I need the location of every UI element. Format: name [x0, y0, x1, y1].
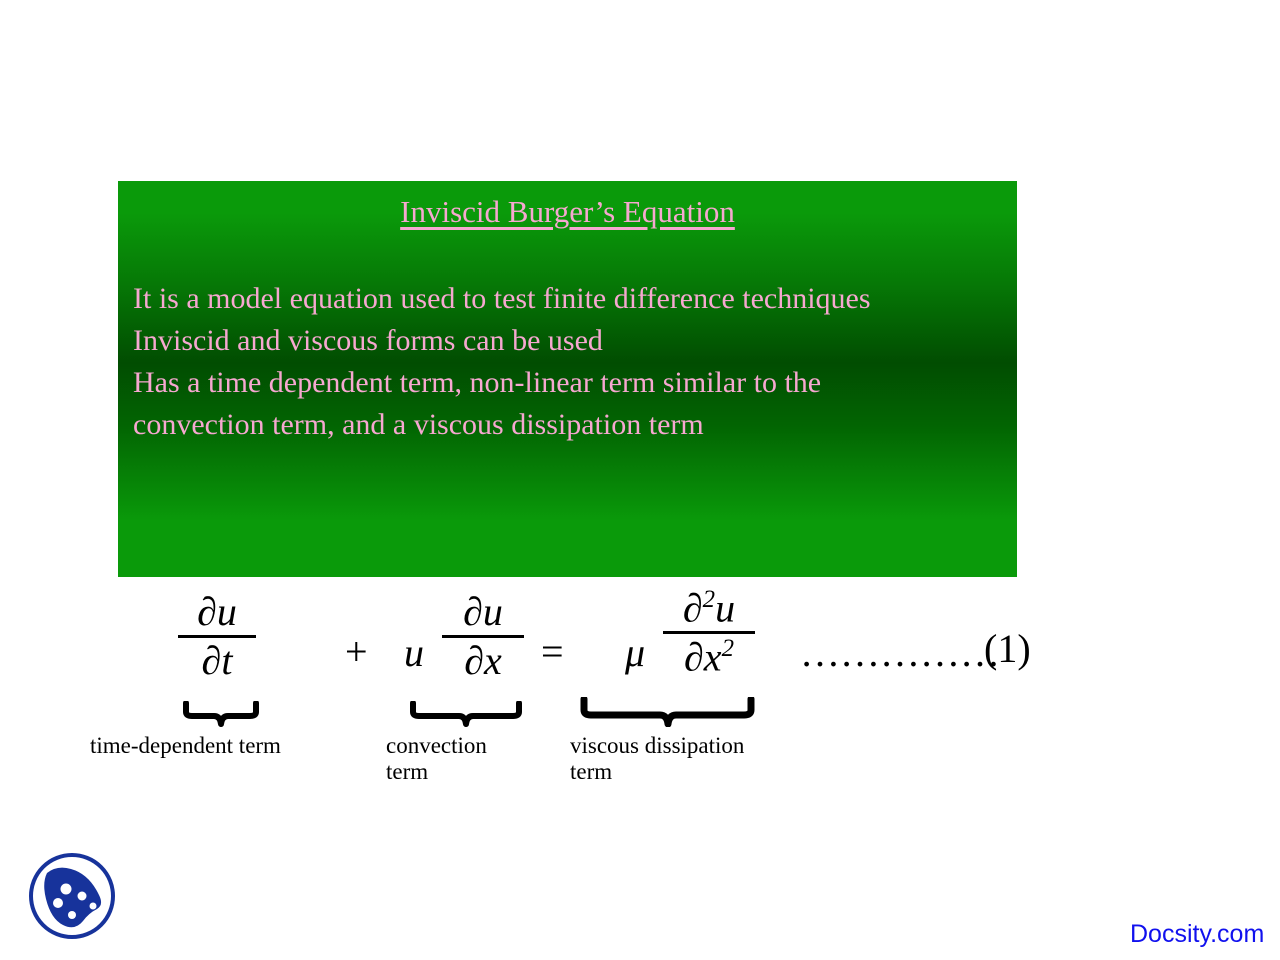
numerator: ∂2u — [663, 585, 755, 631]
label-convection-term: convection term — [386, 733, 487, 785]
content-box: Inviscid Burger’s Equation It is a model… — [118, 181, 1017, 577]
denominator-base: ∂x — [684, 634, 722, 680]
underbrace-icon — [410, 701, 522, 727]
plus-operator: + — [345, 629, 368, 674]
slide-title: Inviscid Burger’s Equation — [400, 194, 735, 229]
equals-operator: = — [541, 629, 564, 674]
denominator: ∂x2 — [663, 636, 755, 678]
numerator-variable: u — [715, 585, 736, 631]
denominator-exponent: 2 — [721, 635, 734, 663]
label-line: term — [570, 759, 613, 784]
docsity-logo-icon — [29, 853, 115, 939]
partial-symbol: ∂ — [682, 585, 703, 631]
fraction-bar — [442, 635, 524, 638]
equation-block: ∂u ∂t + u ∂u ∂x = μ ∂2u ∂x2 …………… (1) ti… — [0, 583, 1280, 784]
fraction-bar — [663, 631, 755, 635]
numerator-exponent: 2 — [702, 586, 716, 613]
label-line: time-dependent term — [90, 733, 281, 758]
body-line: Has a time dependent term, non-linear te… — [133, 366, 822, 399]
underbrace-icon — [183, 701, 259, 727]
equation-number: (1) — [984, 626, 1031, 671]
body-line: It is a model equation used to test fini… — [133, 282, 871, 315]
label-line: viscous dissipation — [570, 733, 745, 758]
denominator: ∂x — [464, 638, 502, 683]
underbrace-icon — [580, 697, 755, 727]
term-du-dx: ∂u ∂x — [442, 591, 524, 682]
docsity-wordmark: Docsity.com — [1130, 920, 1265, 948]
label-time-dependent-term: time-dependent term — [90, 733, 281, 759]
label-line: term — [386, 759, 429, 784]
term-d2u-dx2: ∂2u ∂x2 — [663, 585, 755, 679]
label-line: convection — [386, 733, 487, 758]
numerator: ∂u — [197, 589, 237, 634]
label-viscous-dissipation-term: viscous dissipation term — [570, 733, 744, 785]
body-line: convection term, and a viscous dissipati… — [133, 408, 704, 441]
term-du-dt: ∂u ∂t — [178, 591, 256, 682]
body-line: Inviscid and viscous forms can be used — [133, 324, 603, 357]
denominator: ∂t — [201, 638, 233, 683]
slide-body: It is a model equation used to test fini… — [133, 278, 1013, 446]
fraction-bar — [178, 635, 256, 638]
coefficient-mu: μ — [625, 630, 646, 675]
coefficient-u: u — [404, 630, 424, 675]
numerator: ∂u — [463, 589, 503, 634]
leader-dots: …………… — [800, 630, 1000, 675]
